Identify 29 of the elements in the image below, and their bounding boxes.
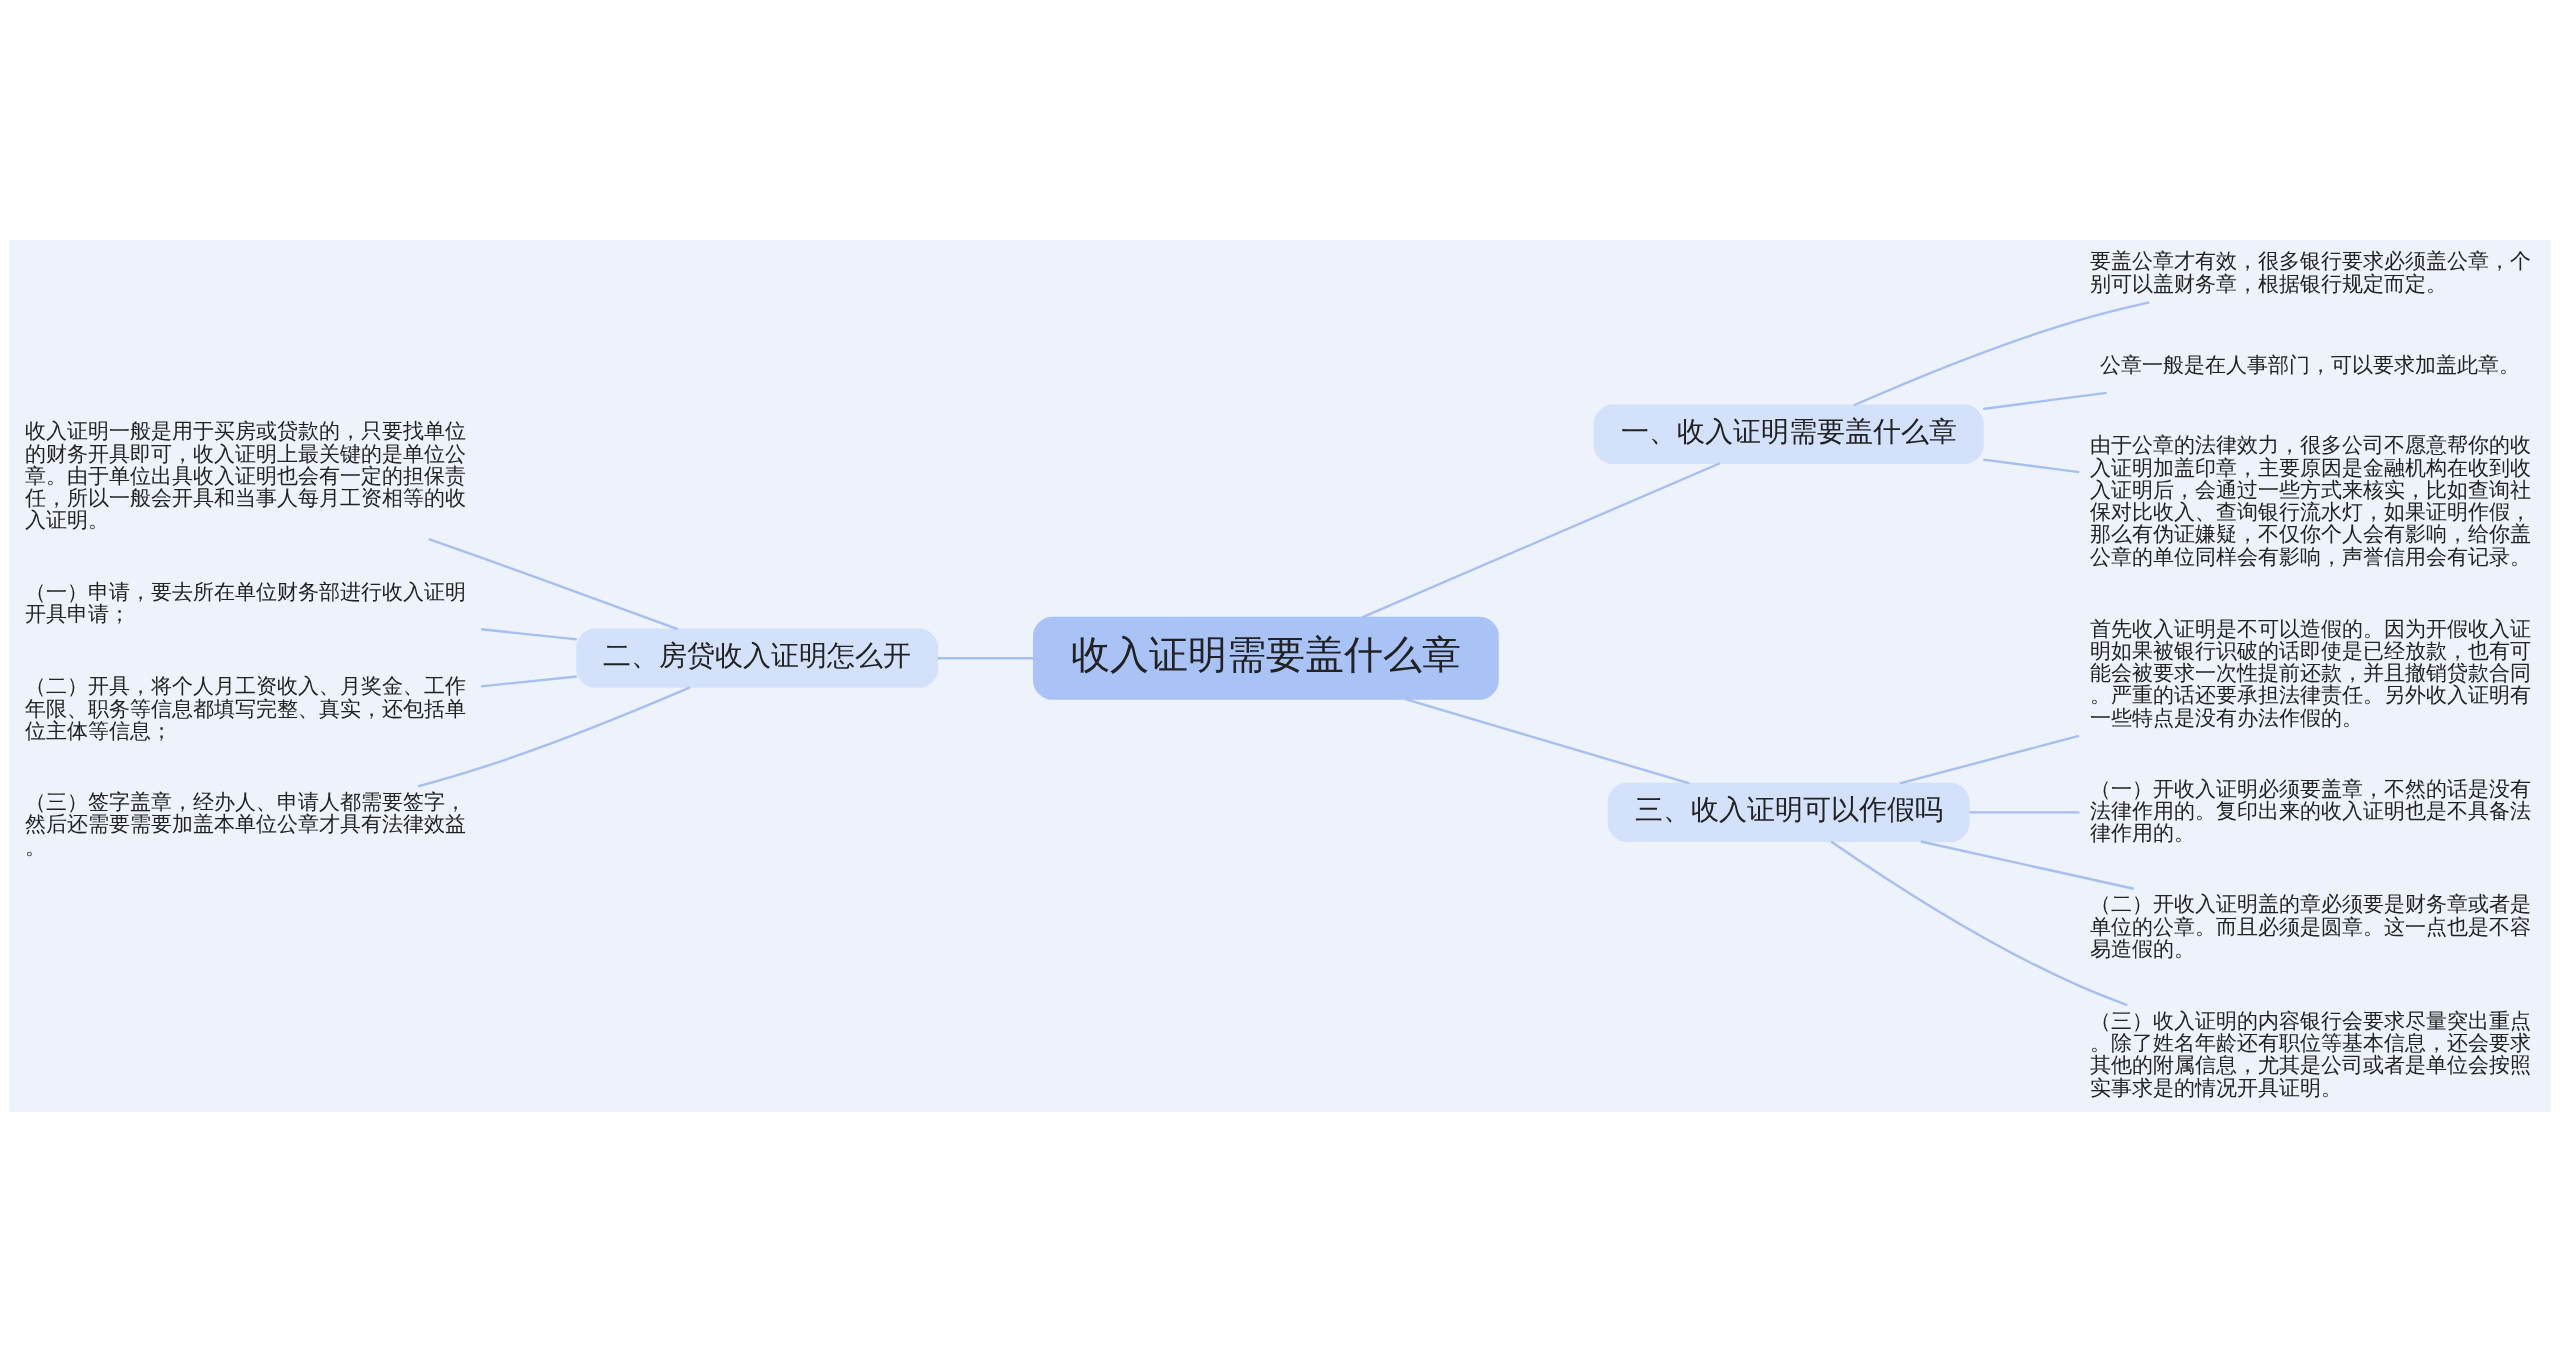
connector <box>1853 301 2150 407</box>
connector <box>480 628 577 641</box>
connector <box>1830 840 2128 1007</box>
node-text: （三）收入证明的内容银行会要求尽量突出重点。除了姓名年龄还有职位等基本信息，还会要求其他的附属信息，尤其是公司或者是单位会按照实事求是的情况开具证明。 <box>2089 1008 2531 1100</box>
connector <box>937 657 1034 660</box>
node-box: 三、收入证明可以作假吗 <box>1607 782 1970 843</box>
connector <box>480 675 577 688</box>
connector <box>1983 391 2107 411</box>
node-box: 收入证明需要盖什么章 <box>1033 616 1499 700</box>
connector <box>1405 698 1690 785</box>
connector <box>1361 462 1721 619</box>
node-box: 二、房贷收入证明怎么开 <box>576 628 939 688</box>
node-text: 公章一般是在人事部门，可以要求加盖此章。 <box>2100 352 2521 377</box>
node-text: 首先收入证明是不可以造假的。因为开假收入证明如果被银行识破的话即使是已经放款，也有可能会被要求一次性提前还款，并且撤销贷款合同。严重的话还要承担法律责任。另外收入证明有一些特点是没有办法作假的。 <box>2089 616 2531 730</box>
node-text: 由于公章的法律效力，很多公司不愿意帮你的收入证明加盖印章，主要原因是金融机构在收到收入证明后，会通过一些方式来核实，比如查询社保对比收入、查询银行流水灯，如果证明作假，那么有伪证嫌疑，不仅你个人会有影响，给你盖公章的单位同样会有影响，声誉信用会有记录。 <box>2089 433 2531 569</box>
connector <box>1983 458 2080 474</box>
node-text: （一）申请，要去所在单位财务部进行收入证明开具申请； <box>25 580 467 627</box>
connector <box>1920 840 2134 890</box>
node-text: （一）开收入证明必须要盖章，不然的话是没有法律作用的。复印出来的收入证明也是不具备法律作用的。 <box>2089 776 2531 846</box>
node-box: 一、收入证明需要盖什么章 <box>1593 404 1984 464</box>
node-text: 收入证明一般是用于买房或贷款的，只要找单位的财务开具即可，收入证明上最关键的是单位公章。由于单位出具收入证明也会有一定的担保责任，所以一般会开具和当事人每月工资相等的收入证明。 <box>25 419 467 533</box>
node-text: （三）签字盖章，经办人、申请人都需要签字，然后还需要需要加盖本单位公章才具有法律效益。 <box>25 790 467 859</box>
connector <box>417 686 691 788</box>
node-text: （二）开收入证明盖的章必须要是财务章或者是单位的公章。而且必须是圆章。这一点也是不容易造假的。 <box>2089 892 2531 961</box>
connector <box>1969 811 2080 814</box>
node-text: 要盖公章才有效，很多银行要求必须盖公章，个别可以盖财务章，根据银行规定而定。 <box>2089 249 2531 296</box>
connector <box>1899 734 2080 785</box>
connector <box>428 537 679 631</box>
node-text: （二）开具，将个人月工资收入、月奖金、工作年限、职务等信息都填写完整、真实，还包括单位主体等信息； <box>25 674 467 743</box>
